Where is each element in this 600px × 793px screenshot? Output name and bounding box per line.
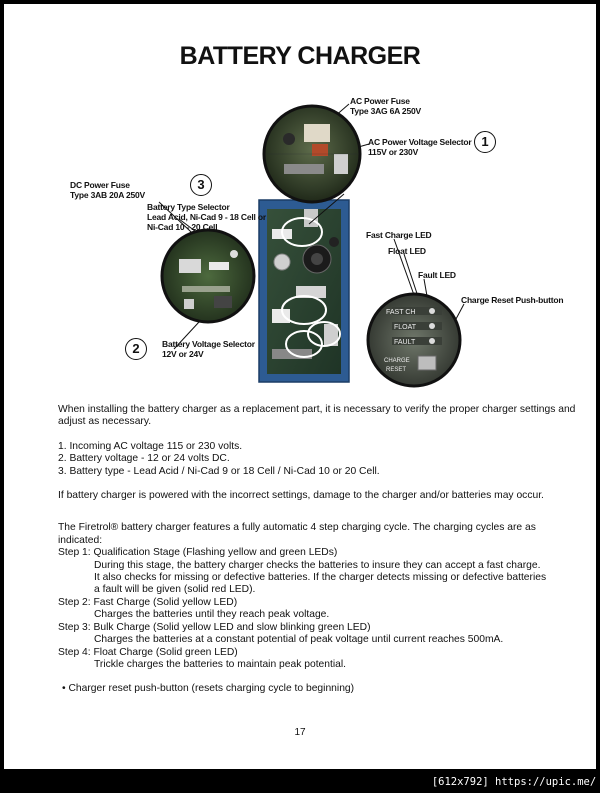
battery-type-callout: Battery Type Selector Lead Acid, Ni-Cad …	[147, 202, 266, 232]
marker-1: 1	[474, 131, 496, 153]
ac-voltage-selector-callout: AC Power Voltage Selector 115V or 230V	[368, 137, 472, 157]
charger-enclosure	[258, 199, 350, 383]
warning-paragraph: If battery charger is powered with the i…	[58, 490, 544, 502]
document-page: BATTERY CHARGER	[4, 4, 596, 769]
intro-paragraph: When installing the battery charger as a…	[58, 404, 576, 428]
settings-list: 1. Incoming AC voltage 115 or 230 volts.…	[58, 441, 578, 478]
step-detail: It also checks for missing or defective …	[94, 572, 547, 584]
step-1: Step 1: Qualification Stage (Flashing ye…	[58, 547, 578, 597]
reset-button-callout: Charge Reset Push-button	[461, 295, 564, 305]
step-detail: a fault will be given (solid red LED).	[94, 584, 256, 596]
panel-fault-label: FAULT	[394, 339, 416, 346]
marker-2: 2	[125, 338, 147, 360]
step-heading: Step 4: Float Charge (Solid green LED)	[58, 646, 238, 658]
panel-reset-label: RESET	[386, 367, 406, 373]
step-detail: Charges the batteries at a constant pote…	[94, 634, 504, 646]
step-detail: Charges the batteries until they reach p…	[94, 609, 330, 621]
step-heading: Step 2: Fast Charge (Solid yellow LED)	[58, 596, 238, 608]
list-item: 3. Battery type - Lead Acid / Ni-Cad 9 o…	[58, 465, 380, 477]
battery-voltage-callout: Battery Voltage Selector 12V or 24V	[162, 339, 255, 359]
dc-zoom-circle	[160, 228, 256, 324]
ac-fuse-callout: AC Power Fuse Type 3AG 6A 250V	[350, 96, 421, 116]
list-item: 1. Incoming AC voltage 115 or 230 volts.	[58, 440, 243, 452]
page-number: 17	[294, 727, 306, 738]
step-detail: During this stage, the battery charger c…	[94, 559, 541, 571]
step-2: Step 2: Fast Charge (Solid yellow LED) C…	[58, 597, 578, 622]
panel-charge-label: CHARGE	[384, 358, 410, 364]
step-heading: Step 1: Qualification Stage (Flashing ye…	[58, 547, 338, 559]
list-item: 2. Battery voltage - 12 or 24 volts DC.	[58, 453, 230, 465]
step-3: Step 3: Bulk Charge (Solid yellow LED an…	[58, 622, 578, 647]
dc-fuse-callout: DC Power Fuse Type 3AB 20A 250V	[70, 180, 146, 200]
marker-3: 3	[190, 174, 212, 196]
cycle-intro: The Firetrol® battery charger features a…	[58, 522, 536, 546]
step-detail: Trickle charges the batteries to maintai…	[94, 658, 347, 670]
ac-zoom-circle	[262, 104, 362, 204]
body-text: When installing the battery charger as a…	[58, 404, 578, 696]
watermark-footer: [612x792] https://upic.me/	[428, 771, 600, 793]
reset-bullet: • Charger reset push-button (resets char…	[62, 683, 355, 695]
charger-illustration: FAST CH FLOAT FAULT CHARGE RESET	[158, 103, 465, 388]
panel-fast-label: FAST CH	[386, 309, 415, 316]
step-4: Step 4: Float Charge (Solid green LED) T…	[58, 647, 578, 672]
led-panel-zoom-circle: FAST CH FLOAT FAULT CHARGE RESET	[366, 292, 462, 388]
float-led-callout: Float LED	[388, 246, 426, 256]
fast-charge-led-callout: Fast Charge LED	[366, 230, 432, 240]
page-title: BATTERY CHARGER	[179, 42, 421, 70]
fault-led-callout: Fault LED	[418, 270, 456, 280]
panel-float-label: FLOAT	[394, 324, 417, 331]
step-heading: Step 3: Bulk Charge (Solid yellow LED an…	[58, 621, 371, 633]
